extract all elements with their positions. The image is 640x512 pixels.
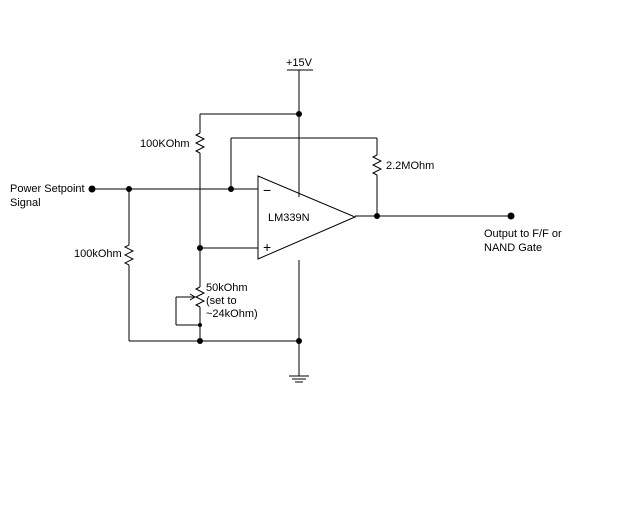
ground-junction-main <box>296 338 302 344</box>
input-label-line1: Power Setpoint <box>10 183 85 195</box>
comparator-triangle-icon <box>257 175 357 260</box>
input-signal <box>88 185 258 193</box>
pot-label-line1: 50kOhm <box>206 282 248 294</box>
resistor-top <box>194 114 206 248</box>
resistor-top-label: 100KOhm <box>140 138 190 150</box>
resistor-feedback <box>230 137 383 216</box>
resistor-zigzag-icon <box>194 132 206 154</box>
pot-label-line2: (set to <box>206 295 237 307</box>
opamp-plus: + <box>263 239 271 255</box>
supply-junction <box>296 111 302 117</box>
ground-junction-pot <box>197 338 203 344</box>
resistor-left <box>123 189 135 341</box>
pot-wiper-junction <box>198 323 202 327</box>
ground-icon <box>289 375 309 383</box>
output-label-line2: NAND Gate <box>484 242 542 254</box>
opamp-label: LM339N <box>268 212 310 224</box>
resistor-zigzag-icon <box>123 244 135 266</box>
resistor-left-label: 100kOhm <box>74 248 122 260</box>
inverting-junction <box>228 186 234 192</box>
comparator <box>257 175 357 260</box>
opamp-minus: − <box>263 182 271 198</box>
output-label-line1: Output to F/F or <box>484 228 562 240</box>
input-label-line2: Signal <box>10 197 41 209</box>
input-terminal[interactable] <box>88 185 96 193</box>
output-line <box>355 212 515 220</box>
pot-label-line3: ~24kOhm) <box>206 308 258 320</box>
ground-rail <box>129 260 302 376</box>
noninverting-input <box>197 245 258 251</box>
potentiometer <box>175 248 206 341</box>
resistor-zigzag-icon <box>371 154 383 176</box>
resistor-feedback-label: 2.2MOhm <box>386 160 434 172</box>
potentiometer-icon <box>194 286 206 308</box>
supply-rail <box>200 69 313 197</box>
output-terminal[interactable] <box>507 212 515 220</box>
output-junction <box>374 213 380 219</box>
supply-label: +15V <box>286 57 313 69</box>
